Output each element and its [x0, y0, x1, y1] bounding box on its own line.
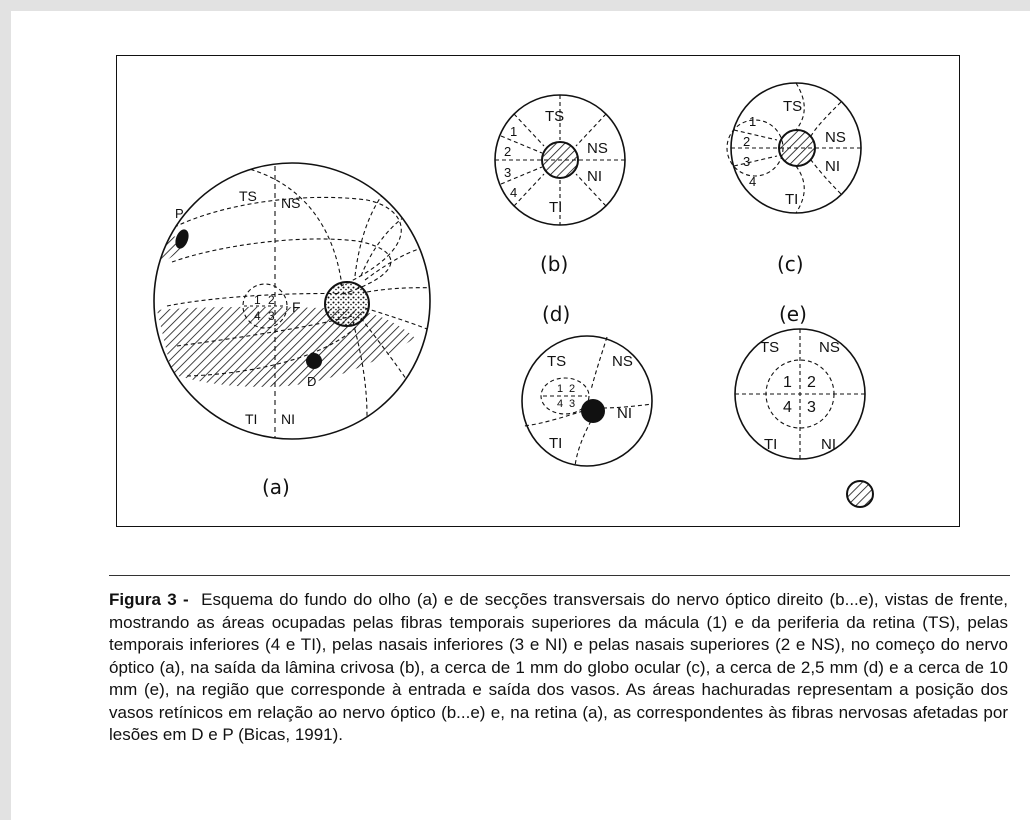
label-ni-b: NI — [587, 168, 602, 185]
lesion-d — [306, 353, 322, 369]
panel-e: (e) TS NS NI TI 1 2 3 4 — [734, 302, 874, 508]
figure-frame: TS NS TI NI P D F 1 2 3 4 (a) — [116, 55, 960, 527]
label-3-b: 3 — [504, 165, 511, 180]
label-4-d: 4 — [557, 398, 563, 410]
page: TS NS TI NI P D F 1 2 3 4 (a) — [11, 11, 1030, 820]
label-ti-e: TI — [764, 436, 777, 453]
label-d: D — [307, 374, 316, 389]
label-ts-d: TS — [547, 353, 566, 370]
label-1-d: 1 — [557, 383, 563, 395]
caption-text: Esquema do fundo do olho (a) e de secçõe… — [109, 590, 1008, 744]
label-ni-c: NI — [825, 158, 840, 175]
caption-rule — [109, 575, 1010, 576]
panel-b: TS NS NI TI 1 2 3 4 (b) — [494, 94, 626, 276]
label-2-e: 2 — [807, 374, 816, 391]
caption-label: Figura 3 - — [109, 590, 189, 609]
label-1-b: 1 — [510, 124, 517, 139]
label-ts-c: TS — [783, 98, 802, 115]
label-ns-a: NS — [281, 195, 300, 211]
label-ti-b: TI — [549, 199, 562, 216]
label-3-e: 3 — [807, 399, 816, 416]
label-ns-d: NS — [612, 353, 633, 370]
label-2-d: 2 — [569, 383, 575, 395]
label-f: F — [292, 299, 301, 315]
panel-label-c: (c) — [777, 252, 804, 276]
label-ts-b: TS — [545, 108, 564, 125]
label-4-b: 4 — [510, 185, 517, 200]
label-2-a: 2 — [268, 293, 275, 307]
label-1-e: 1 — [783, 374, 792, 391]
label-1-a: 1 — [254, 293, 261, 307]
label-4-a: 4 — [254, 309, 261, 323]
figure-diagram: TS NS TI NI P D F 1 2 3 4 (a) — [153, 82, 874, 508]
label-ni-d: NI — [617, 405, 632, 422]
label-ns-b: NS — [587, 140, 608, 157]
panel-c: TS NS NI TI 1 2 3 4 (c) — [726, 82, 862, 276]
figure-caption: Figura 3 - Esquema do fundo do olho (a) … — [109, 589, 1008, 747]
panel-a: TS NS TI NI P D F 1 2 3 4 (a) — [153, 162, 431, 499]
macula-circle — [242, 283, 288, 329]
label-ti-d: TI — [549, 435, 562, 452]
lesion-p — [175, 229, 189, 249]
label-ts-e: TS — [760, 339, 779, 356]
fundus-circle — [153, 162, 431, 440]
optic-disc — [324, 281, 370, 327]
label-p: P — [175, 206, 184, 221]
label-2-c: 2 — [743, 134, 750, 149]
label-ni-e: NI — [821, 436, 836, 453]
label-ns-e: NS — [819, 339, 840, 356]
label-3-c: 3 — [743, 154, 750, 169]
panel-label-d: (d) — [542, 302, 570, 326]
label-ns-c: NS — [825, 129, 846, 146]
panel-label-b: (b) — [540, 252, 568, 276]
hatched-area-d — [157, 306, 415, 387]
label-ts-a: TS — [239, 188, 257, 204]
label-ni-a: NI — [281, 411, 295, 427]
label-1-c: 1 — [749, 114, 756, 129]
vessel-e — [846, 480, 874, 508]
label-ti-a: TI — [245, 411, 257, 427]
label-3-d: 3 — [569, 398, 575, 410]
label-4e: 4 — [783, 399, 792, 416]
panel-d: (d) TS NS NI TI 1 2 3 4 — [521, 302, 653, 467]
panel-label-a: (a) — [262, 475, 290, 499]
label-2-b: 2 — [504, 144, 511, 159]
label-3-a: 3 — [268, 309, 275, 323]
label-ti-c: TI — [785, 191, 798, 208]
label-4-c: 4 — [749, 174, 756, 189]
panel-label-e: (e) — [779, 302, 807, 326]
